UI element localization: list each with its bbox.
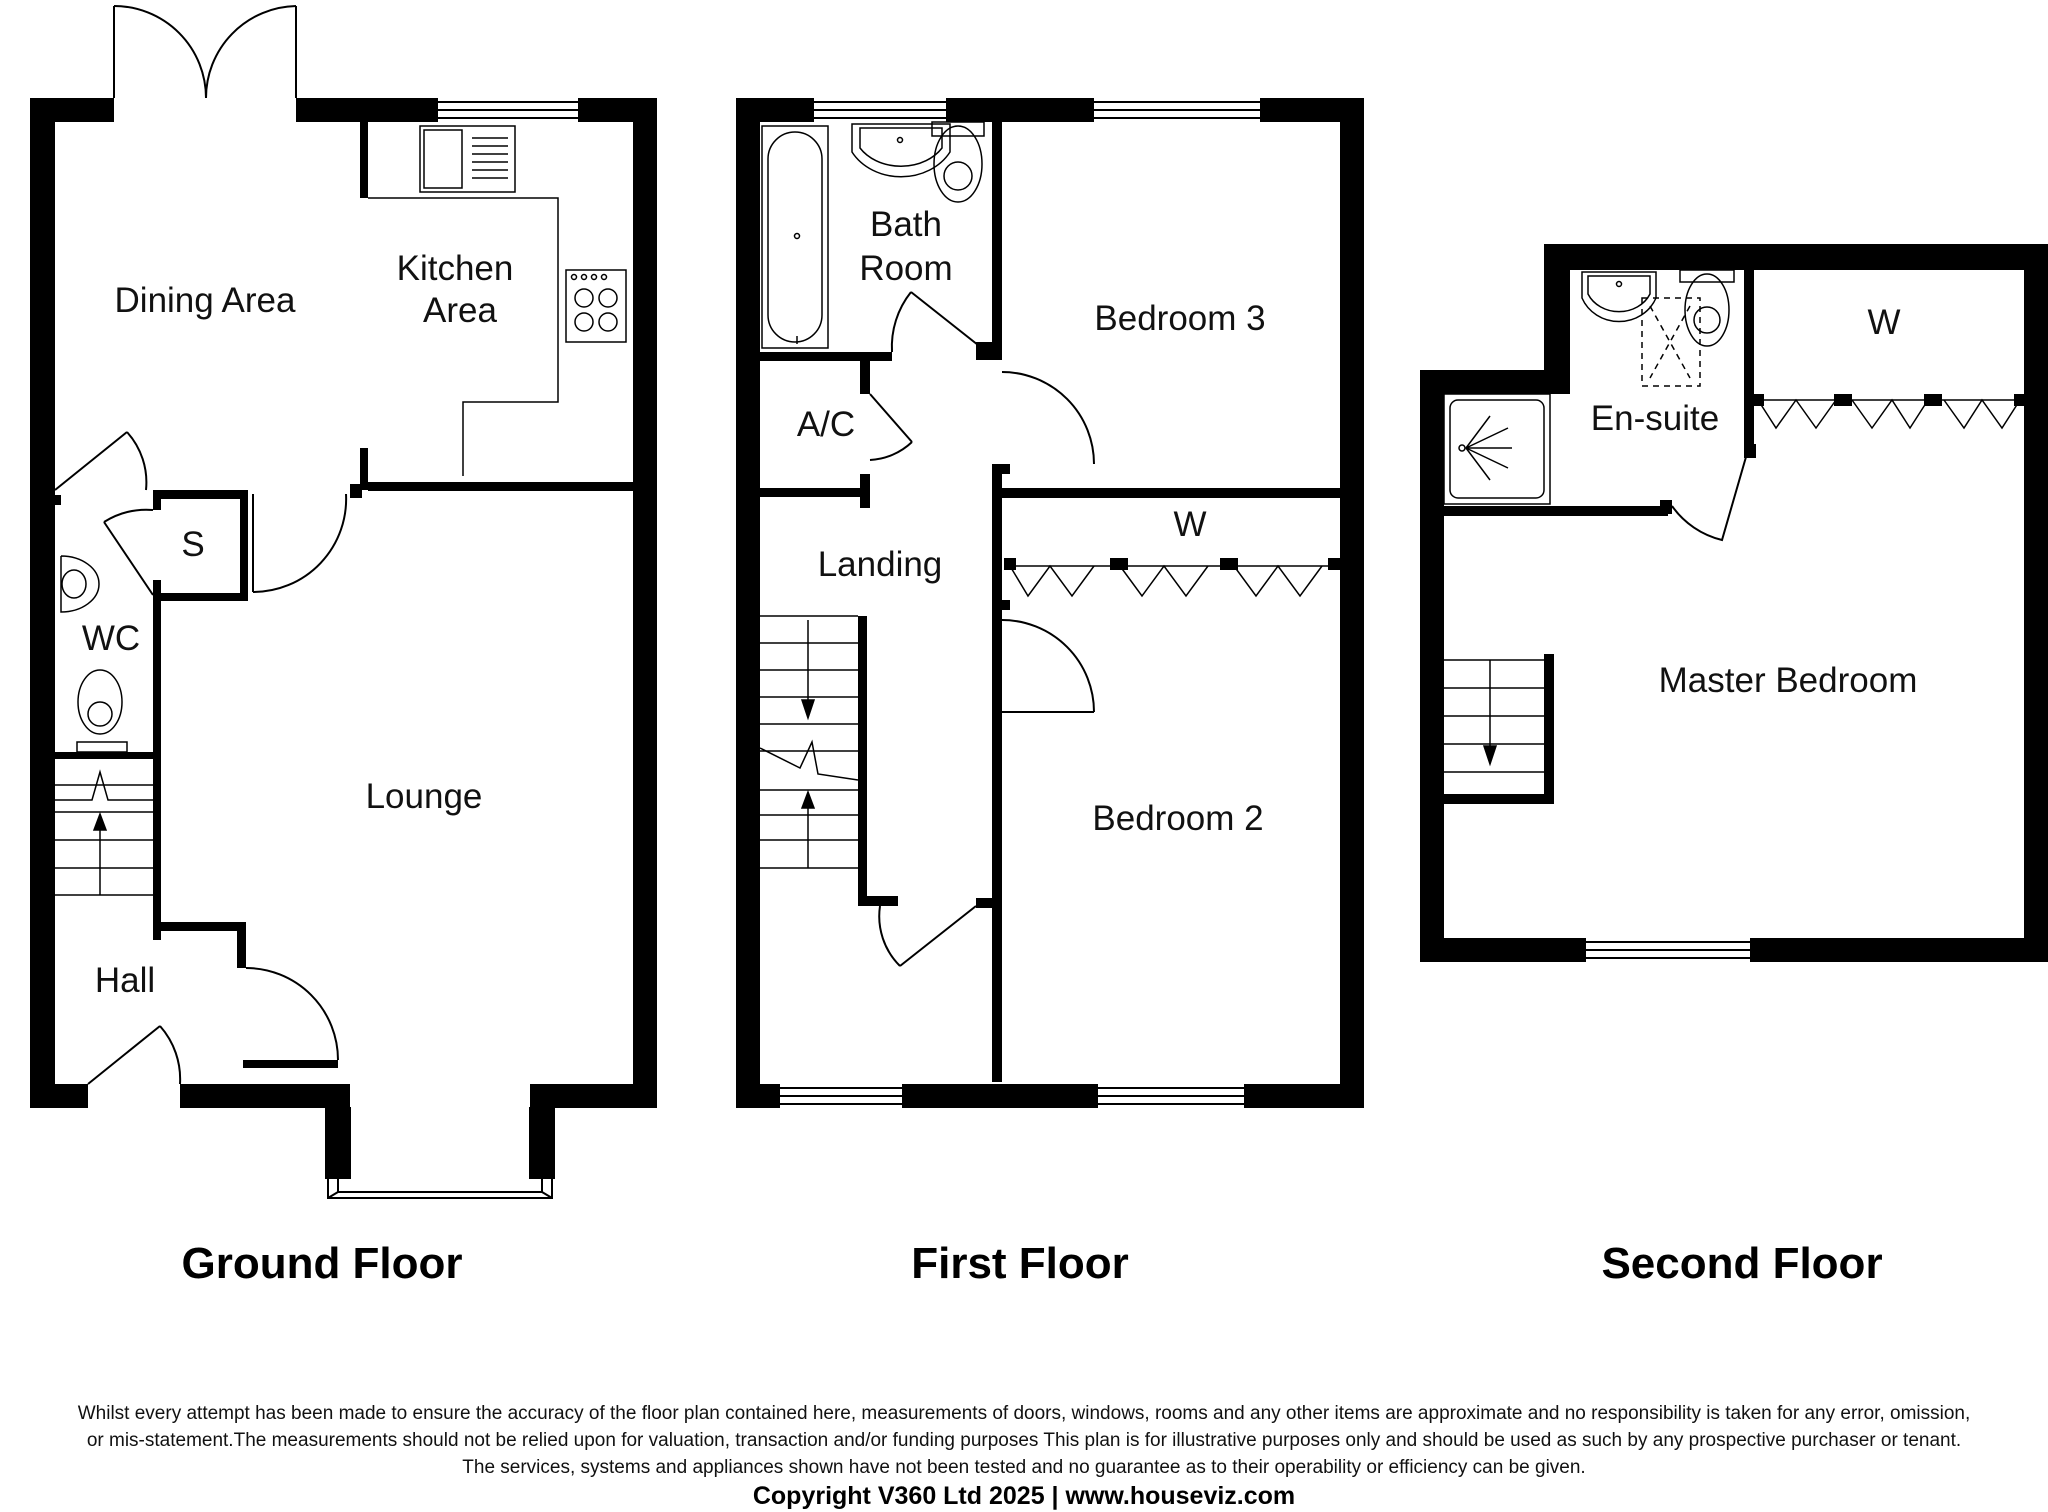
hall-label: Hall: [95, 961, 155, 1000]
first-floor-walls: [736, 98, 1364, 1108]
disclaimer-line-3: The services, systems and appliances sho…: [462, 1457, 1586, 1478]
ground-doors: [54, 431, 348, 1085]
bathroom-label-line2: Room: [859, 249, 952, 288]
kitchen-worktop: [368, 125, 627, 476]
first-wardrobe-posts: [1004, 558, 1340, 570]
first-floor-plan: Bath Room A/C Landing Bedroom 3 W Bedroo…: [736, 98, 1364, 1288]
bathroom-fittings: [761, 121, 985, 349]
ground-stairs: [55, 769, 153, 896]
copyright-notice: Copyright V360 Ltd 2025 | www.houseviz.c…: [752, 1482, 1296, 1510]
bedroom-3-label: Bedroom 3: [1094, 299, 1265, 338]
disclaimer-line-2: or mis-statement.The measurements should…: [86, 1430, 1962, 1451]
kitchen-label-line2: Area: [423, 291, 497, 330]
second-window: [1586, 941, 1750, 959]
ground-floor-plan: Dining Area Kitchen Area S WC Lounge Hal…: [30, 5, 657, 1288]
ground-windows: [438, 101, 578, 119]
first-stairs: [759, 615, 859, 869]
dining-area-label: Dining Area: [115, 281, 296, 320]
bedroom-2-label: Bedroom 2: [1092, 799, 1263, 838]
kitchen-label-line1: Kitchen: [397, 249, 514, 288]
second-wardrobe: [1754, 398, 2024, 430]
first-wardrobe-label: W: [1173, 505, 1206, 544]
ground-floor-walls: [30, 98, 657, 1108]
master-bedroom-label: Master Bedroom: [1659, 661, 1918, 700]
first-floor-title: First Floor: [911, 1239, 1129, 1288]
bathroom-label-line1: Bath: [870, 205, 942, 244]
second-floor-plan: En-suite W Master Bedroom Second Floor: [1420, 244, 2048, 1288]
second-doors: [1671, 449, 1749, 542]
first-doors: [869, 291, 1095, 967]
second-stairs: [1444, 659, 1544, 773]
ensuite-fittings: [1443, 269, 1735, 505]
landing-label: Landing: [818, 545, 943, 584]
store-label: S: [181, 525, 204, 564]
ground-floor-title: Ground Floor: [181, 1239, 462, 1288]
second-wardrobe-posts: [1754, 394, 2024, 406]
lounge-label: Lounge: [366, 777, 483, 816]
second-floor-walls: [1420, 244, 2048, 962]
wc-fittings: [60, 555, 128, 753]
airing-cupboard-label: A/C: [797, 405, 855, 444]
disclaimer-line-1: Whilst every attempt has been made to en…: [77, 1403, 1971, 1424]
french-doors: [113, 5, 297, 99]
bay-window: [325, 1107, 555, 1199]
second-wardrobe-label: W: [1867, 303, 1900, 342]
ensuite-label: En-suite: [1591, 399, 1719, 438]
wc-label: WC: [82, 619, 140, 658]
first-windows: [780, 101, 1260, 1105]
second-floor-title: Second Floor: [1601, 1239, 1882, 1288]
first-wardrobe: [1009, 564, 1340, 598]
